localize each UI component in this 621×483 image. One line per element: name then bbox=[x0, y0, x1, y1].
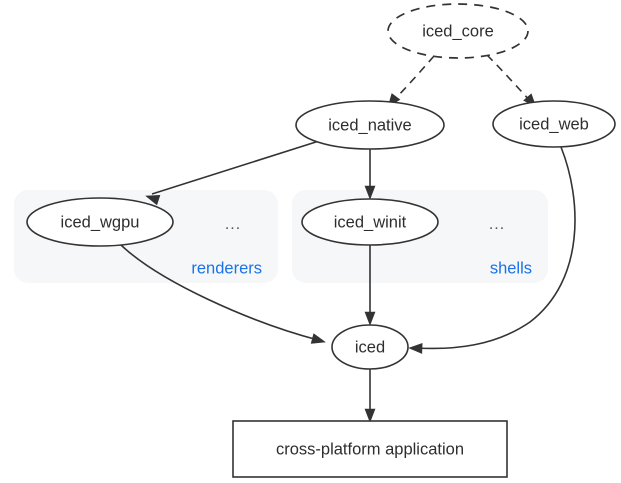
edge-native-to-wgpu bbox=[145, 140, 320, 206]
arrow-head-wgpu-to-iced bbox=[310, 333, 326, 344]
edge-native-to-winit bbox=[364, 149, 376, 200]
node-iced_winit[interactable]: iced_winit bbox=[301, 198, 439, 246]
node-label-iced_native: iced_native bbox=[328, 116, 411, 134]
edge-line-core-to-web bbox=[486, 54, 533, 104]
node-shape-iced_native bbox=[295, 100, 445, 150]
edge-line-native-to-wgpu bbox=[151, 140, 320, 195]
node-label-iced: iced bbox=[355, 338, 385, 356]
node-shape-iced_wgpu bbox=[26, 197, 174, 247]
node-application[interactable]: cross-platform application bbox=[232, 420, 508, 478]
node-label-iced_core: iced_core bbox=[422, 22, 494, 40]
node-label-renderers_more: ... bbox=[225, 216, 241, 233]
arrow-head-native-to-wgpu bbox=[145, 194, 161, 206]
edge-line-web-to-iced bbox=[415, 146, 576, 350]
node-label-iced_wgpu: iced_wgpu bbox=[61, 213, 140, 231]
node-shape-iced_winit bbox=[301, 198, 439, 246]
edge-line-core-to-native bbox=[391, 55, 435, 103]
node-renderers_more[interactable]: ... bbox=[225, 216, 241, 233]
arrow-head-iced-to-application bbox=[364, 408, 376, 423]
node-label-application: cross-platform application bbox=[276, 440, 464, 458]
node-iced_core[interactable]: iced_core bbox=[387, 3, 529, 59]
node-shape-iced_core bbox=[387, 3, 529, 59]
arrow-head-native-to-winit bbox=[364, 185, 376, 200]
edge-winit-to-iced bbox=[364, 245, 376, 326]
node-label-shells_more: ... bbox=[489, 216, 505, 233]
node-shape-iced bbox=[331, 324, 409, 370]
node-iced_web[interactable]: iced_web bbox=[492, 100, 616, 148]
node-label-iced_web: iced_web bbox=[519, 115, 589, 133]
cluster-label-shells: shells bbox=[490, 259, 532, 277]
node-iced_wgpu[interactable]: iced_wgpu bbox=[26, 197, 174, 247]
arrow-head-web-to-iced bbox=[408, 343, 423, 354]
edge-line-wgpu-to-iced bbox=[120, 244, 319, 341]
node-iced[interactable]: iced bbox=[331, 324, 409, 370]
cluster-label-renderers: renderers bbox=[191, 259, 262, 277]
node-label-iced_winit: iced_winit bbox=[334, 213, 407, 231]
edge-wgpu-to-iced bbox=[120, 244, 326, 344]
node-shells_more[interactable]: ... bbox=[489, 216, 505, 233]
node-iced_native[interactable]: iced_native bbox=[295, 100, 445, 150]
node-shape-iced_web bbox=[492, 100, 616, 148]
edge-iced-to-application bbox=[364, 369, 376, 423]
arrow-head-winit-to-iced bbox=[364, 311, 376, 326]
node-shape-application bbox=[232, 420, 508, 478]
edge-web-to-iced bbox=[408, 146, 576, 354]
